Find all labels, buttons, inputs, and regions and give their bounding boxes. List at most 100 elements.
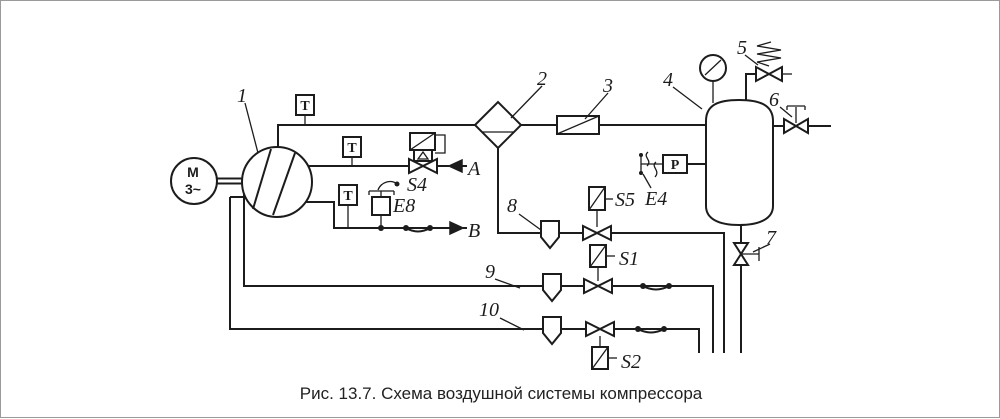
callout-8: 8 — [507, 195, 517, 217]
moisture-separator — [473, 100, 523, 150]
motor-shaft — [217, 177, 242, 185]
pointer-6 — [779, 106, 793, 118]
filter-8 — [540, 220, 560, 250]
e4-box — [662, 154, 688, 174]
gauge-needle — [704, 59, 722, 76]
s5-valve-body — [582, 224, 612, 242]
t3-label: T — [343, 189, 353, 204]
motor-phase: 3~ — [185, 181, 201, 197]
arrow-a-icon — [447, 158, 463, 174]
temperature-sensor-3: T — [338, 184, 358, 228]
pointer-7 — [752, 243, 771, 253]
pointer-4 — [672, 86, 703, 110]
solenoid-valve-s1: S1 — [583, 244, 672, 295]
label-port-a: A — [466, 158, 481, 180]
arrow-b-icon — [449, 220, 465, 236]
junction-dot — [635, 326, 641, 332]
label-e8: E8 — [392, 195, 415, 217]
separator-diamond — [473, 100, 523, 150]
e4-cap-dot — [639, 171, 643, 175]
junction-dot — [640, 283, 646, 289]
label-s4: S4 — [407, 174, 427, 196]
solenoid-valve-s2: S2 — [585, 320, 667, 373]
filter-line-9 — [542, 273, 562, 303]
e8-cock-bar — [368, 190, 395, 195]
e8-handle-knob — [394, 181, 400, 187]
s4-pilot-triangle — [416, 150, 430, 160]
solenoid-valve-s4: S4 — [407, 132, 446, 196]
motor-body — [170, 157, 218, 205]
filter-10-body — [542, 316, 562, 346]
pointer-10 — [499, 317, 525, 331]
label-port-b: B — [468, 220, 480, 242]
check-valve — [556, 115, 600, 135]
callout-1: 1 — [237, 85, 247, 107]
pipe-line-9 — [243, 194, 714, 353]
compressor-body — [241, 146, 313, 218]
safety-spring — [756, 41, 782, 67]
shutoff-valve-6 — [783, 105, 809, 135]
junction-dot — [403, 225, 409, 231]
junction-dot — [666, 283, 672, 289]
s1-valve-body — [583, 277, 613, 295]
pointer-2 — [510, 85, 543, 119]
check-valve-diagonal — [556, 115, 600, 135]
filter-8-body — [540, 220, 560, 250]
compressor-vanes — [252, 148, 296, 216]
callout-6: 6 — [769, 89, 779, 111]
s1-coil-diagonal — [589, 244, 607, 268]
pointer-8 — [518, 213, 542, 231]
e8-box — [371, 196, 391, 216]
valve6-body — [783, 117, 809, 135]
callout-2: 2 — [537, 68, 547, 90]
safety-riser — [745, 73, 756, 101]
junction-dot — [661, 326, 667, 332]
label-s5: S5 — [615, 189, 635, 211]
pipe-blowoff-line — [497, 148, 725, 353]
electric-motor: M 3~ — [170, 157, 242, 205]
device-e8: E8 — [368, 180, 433, 231]
air-receiver-tank — [705, 98, 774, 227]
s4-valve-body — [408, 157, 438, 175]
safety-valve-body — [755, 65, 783, 83]
pipe-b-line — [305, 201, 450, 229]
callouts: 1 2 3 4 5 6 7 8 9 10 — [237, 37, 793, 331]
solenoid-valve-s5: S5 — [582, 186, 635, 242]
label-s2: S2 — [621, 351, 641, 373]
tank-body — [705, 98, 774, 227]
intake-port-a: A — [447, 158, 481, 180]
t1-box — [295, 94, 315, 116]
callout-10: 10 — [479, 299, 499, 321]
s5-coil-diagonal — [588, 186, 606, 211]
t3-box — [338, 184, 358, 206]
pointer-5 — [744, 54, 759, 66]
compressor — [241, 146, 313, 218]
pressure-switch-e4: P E4 — [639, 151, 688, 210]
pressure-gauge — [699, 54, 727, 103]
filter-line-10 — [542, 316, 562, 346]
callout-7: 7 — [766, 227, 777, 249]
temperature-sensor-2: T — [342, 136, 362, 166]
callout-5: 5 — [737, 37, 747, 59]
s4-coil-diagonal — [409, 132, 436, 151]
e4-probe-hooks — [645, 151, 658, 178]
safety-valve — [745, 41, 792, 101]
valve6-handle — [786, 105, 806, 123]
pointer-1 — [244, 102, 259, 154]
drain-valve-7 — [732, 242, 760, 266]
s4-pilot-box — [413, 149, 433, 162]
e4-letter: P — [671, 158, 680, 173]
s4-pilot-bracket — [435, 134, 446, 154]
filter-9-body — [542, 273, 562, 303]
s2-valve-body — [585, 320, 615, 338]
callout-4: 4 — [663, 69, 673, 91]
label-s1: S1 — [619, 248, 639, 270]
e8-cock-handle — [377, 180, 398, 191]
pointer-e4 — [642, 173, 652, 189]
pointer-3 — [584, 92, 609, 120]
t1-label: T — [300, 99, 310, 114]
e4-capillary — [640, 156, 663, 172]
callout-9: 9 — [485, 261, 495, 283]
